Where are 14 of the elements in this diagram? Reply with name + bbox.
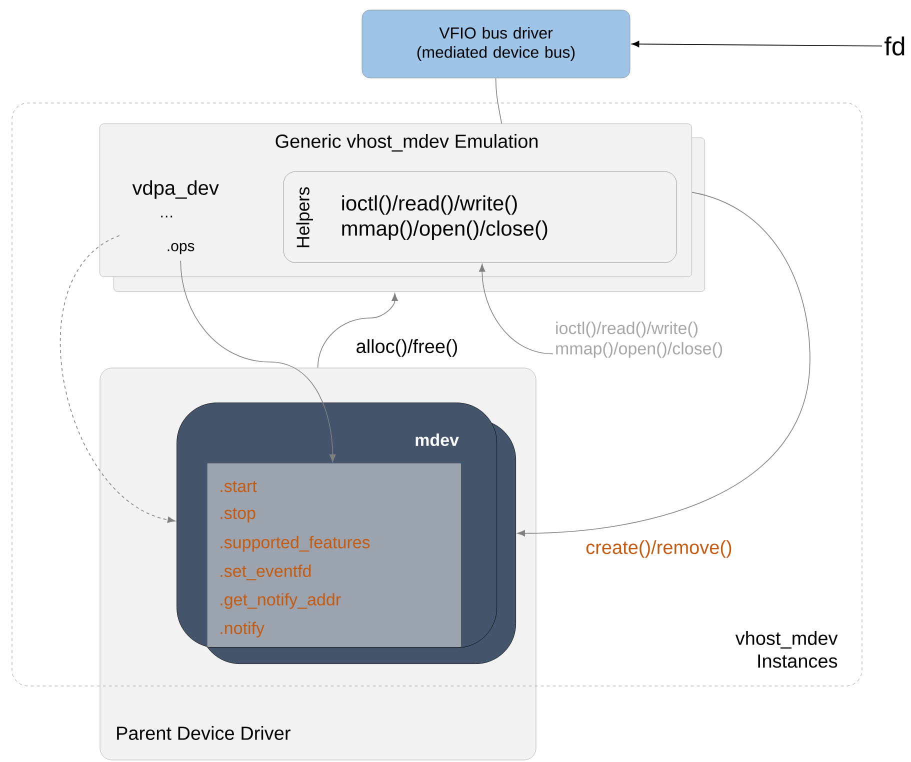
arrow xyxy=(180,260,336,462)
arrow xyxy=(60,235,176,523)
arrow xyxy=(317,293,398,368)
arrow xyxy=(478,264,554,354)
arrow xyxy=(631,40,882,48)
arrow xyxy=(517,192,810,536)
helpers-box: Helpers ioctl()/read()/write() mmap()/open()/close() xyxy=(283,171,677,263)
call-label: ioctl()/read()/write() mmap()/open()/close() xyxy=(556,322,722,358)
bus-driver-box: VFIO bus driver (mediated device bus) xyxy=(362,10,630,78)
edge-label: create()/remove() xyxy=(584,539,734,559)
edge-label: alloc()/free() xyxy=(354,338,460,358)
fd-label: fd xyxy=(884,36,904,56)
struct-fields: vdpa_dev … .ops xyxy=(132,180,219,254)
callback-list-box: .start .stop .supported_features .set_eventfd .get_notify_addr .notify xyxy=(207,463,461,647)
